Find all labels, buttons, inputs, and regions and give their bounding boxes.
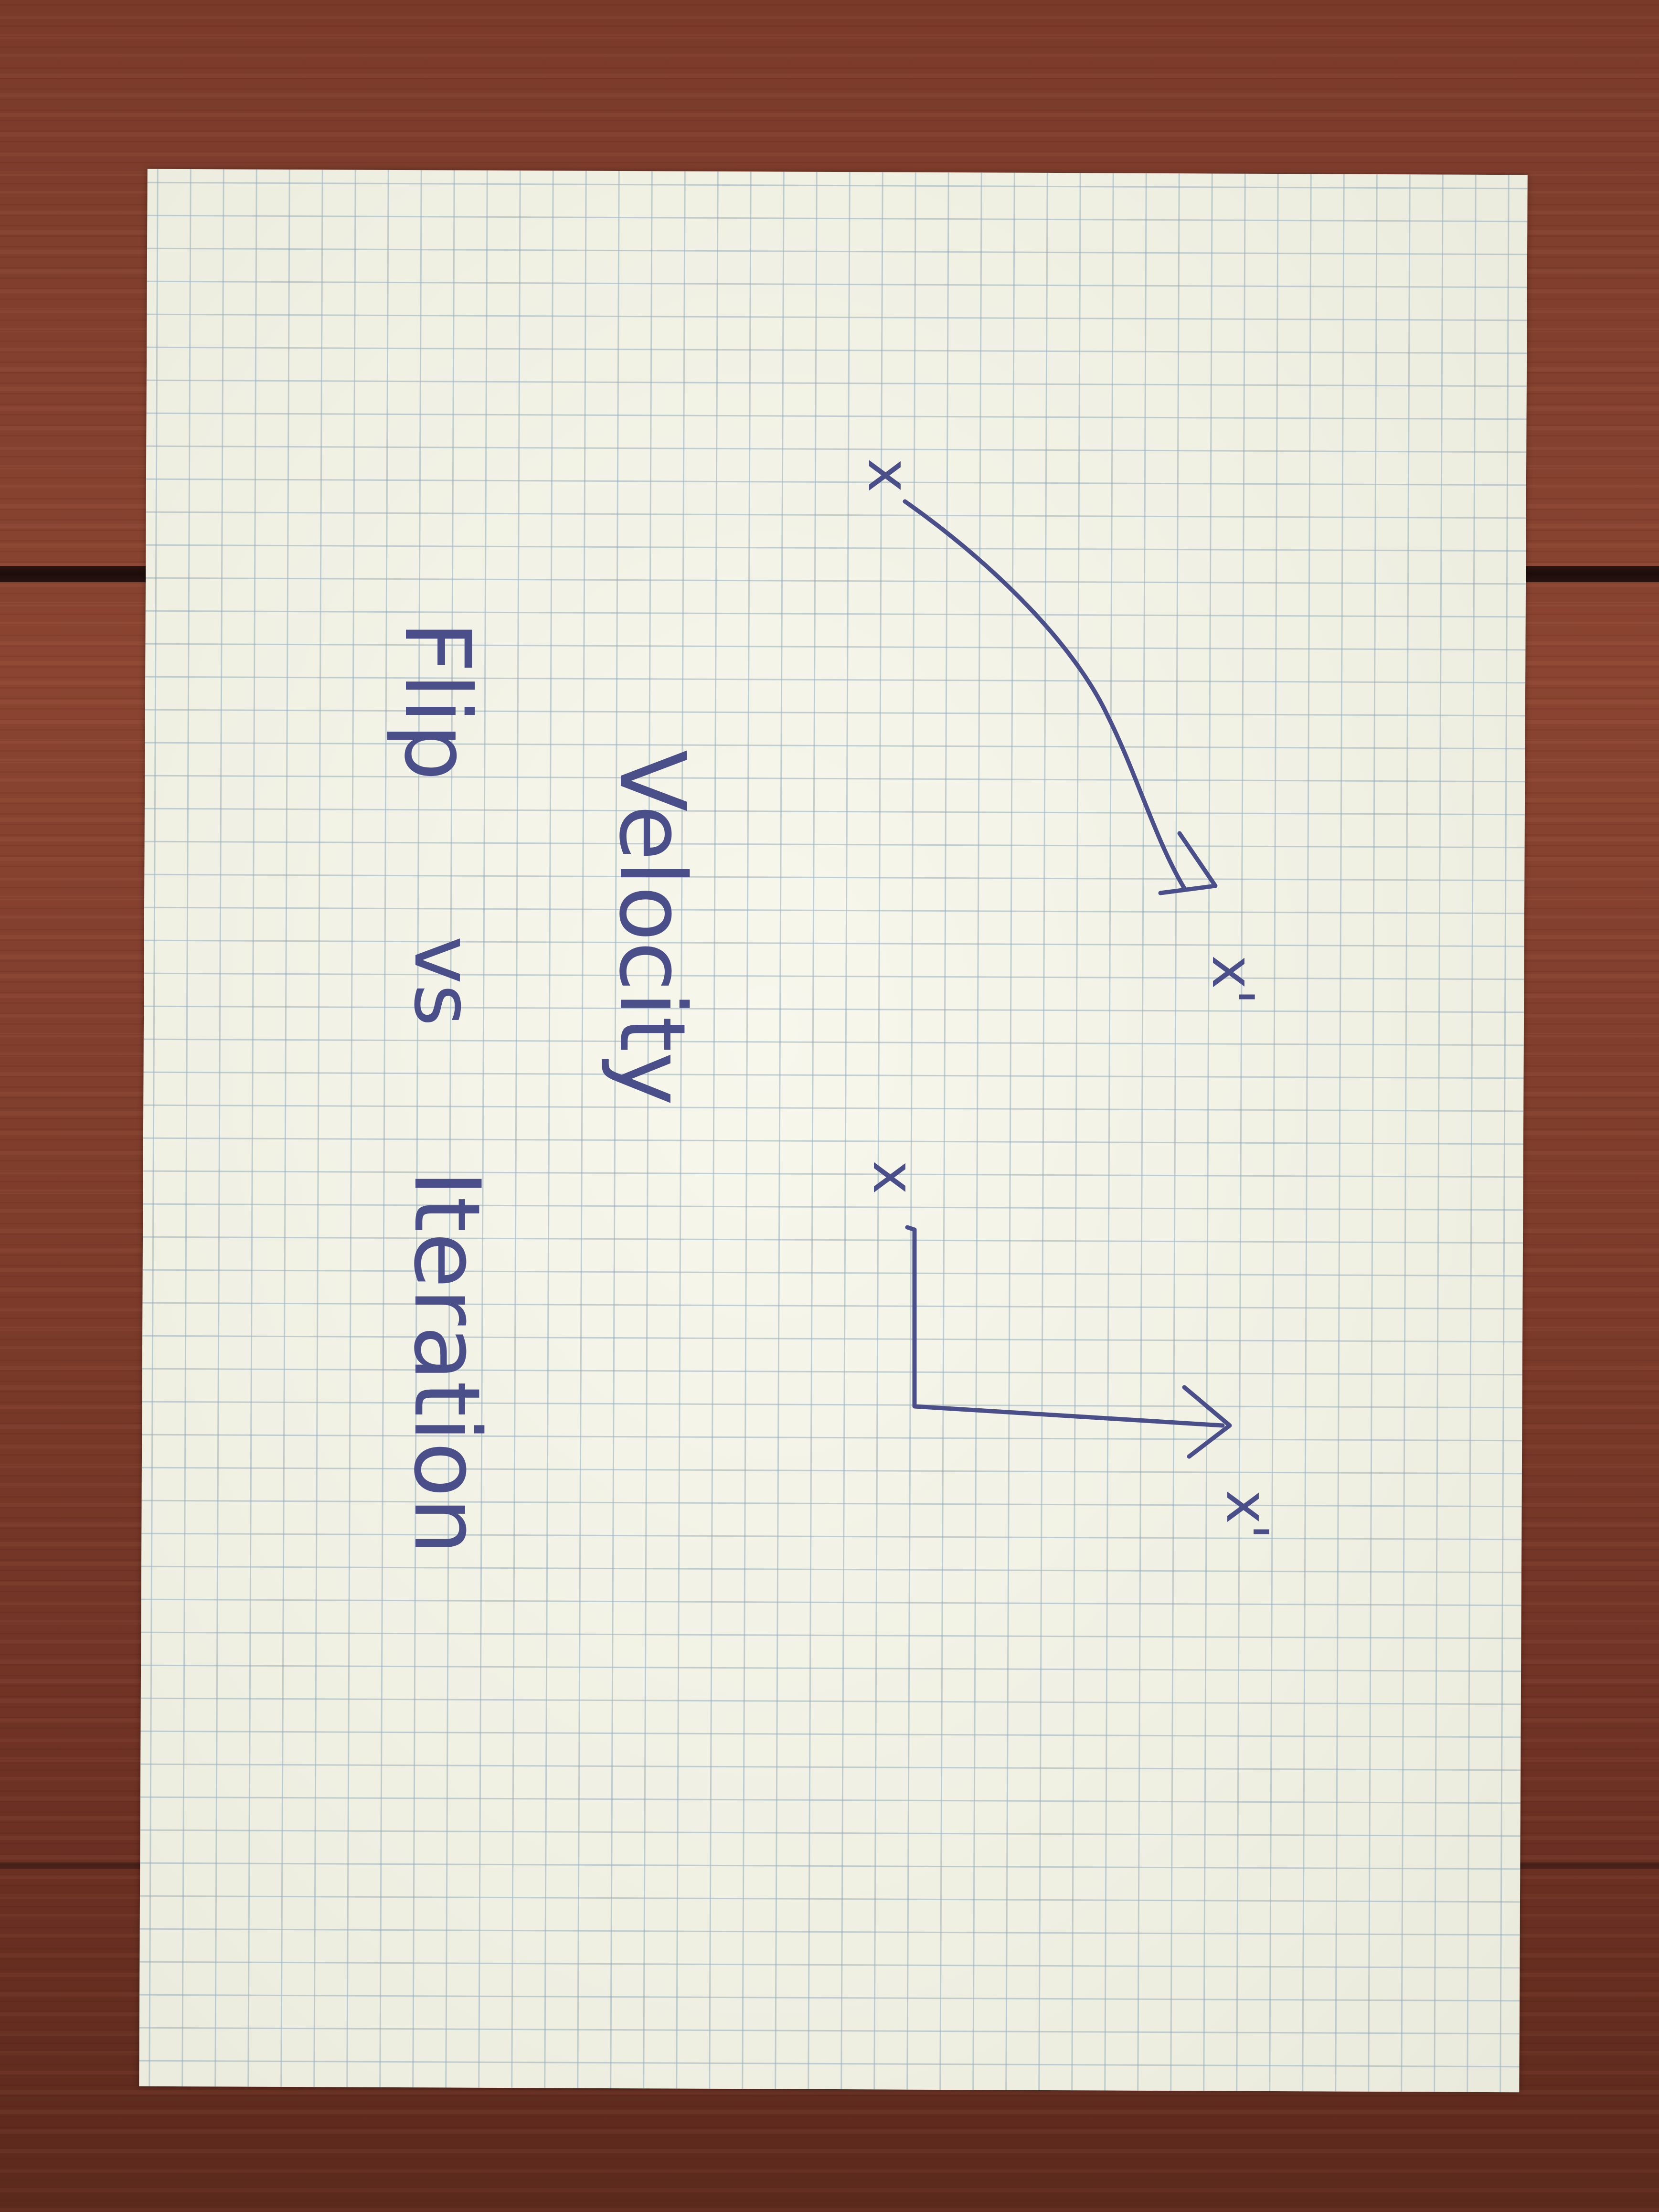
top-end-label: x' [1199, 955, 1266, 1005]
bottom-start-label: x [860, 1160, 926, 1194]
note-vs: vs [396, 936, 490, 1026]
note-velocity: Velocity [599, 750, 705, 1106]
curved-arrow-line [903, 499, 1187, 891]
note-iteration: Iteration [394, 1170, 500, 1555]
right-angle-arrow-head [1182, 1385, 1232, 1459]
curved-arrow-head [1158, 831, 1218, 895]
note-flip: Flip [384, 621, 490, 781]
top-start-label: x [855, 458, 922, 492]
right-angle-arrow-line [905, 1225, 1225, 1428]
bottom-end-label: x' [1213, 1490, 1280, 1540]
